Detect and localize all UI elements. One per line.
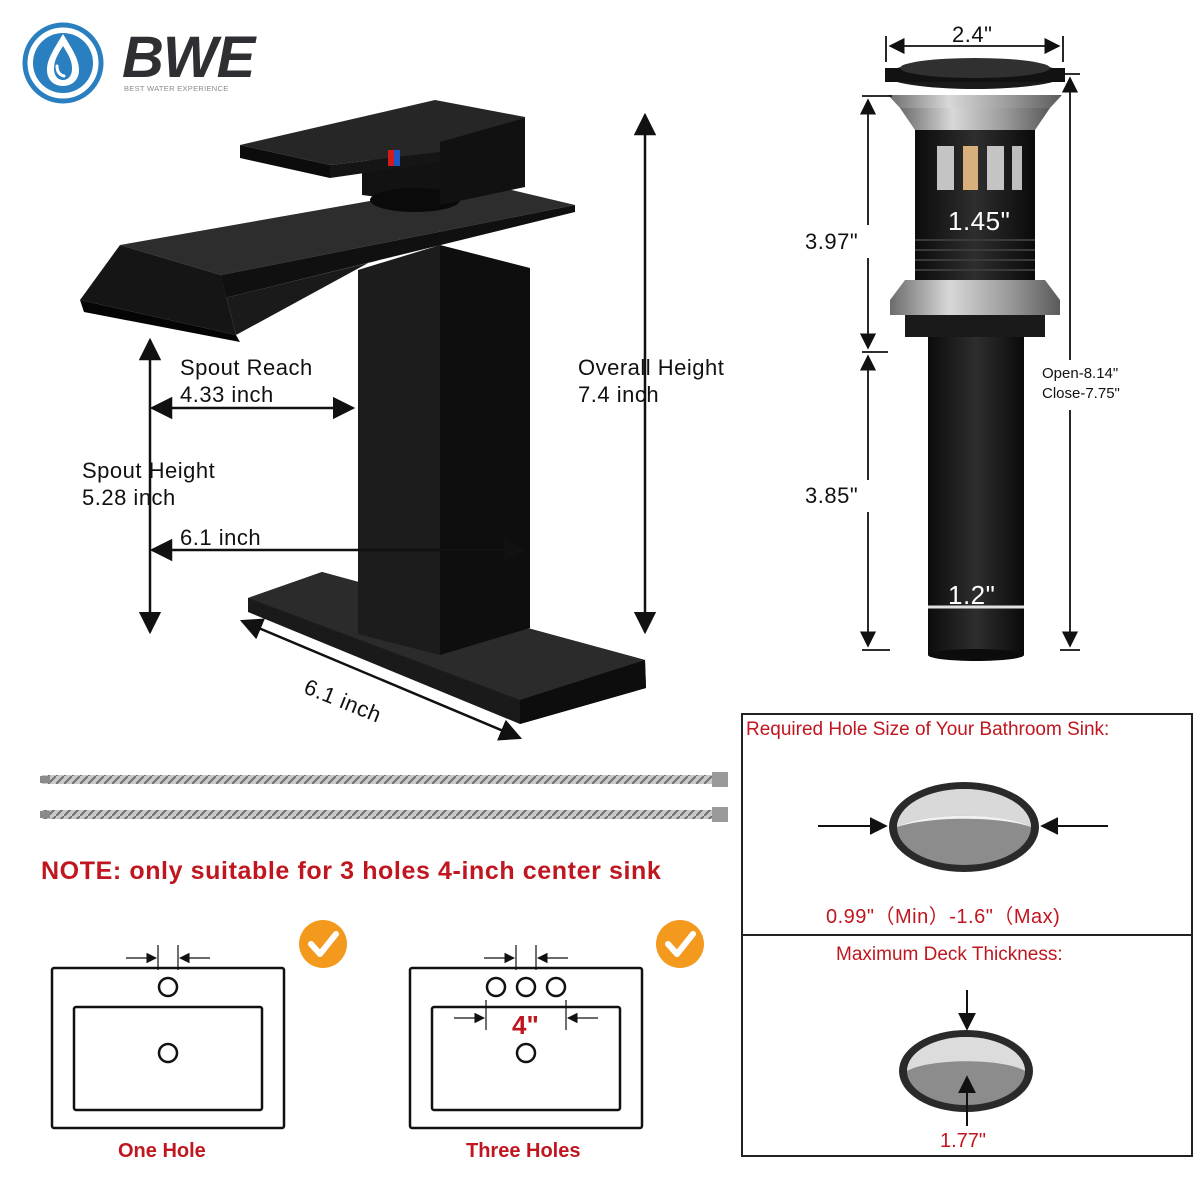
drain-close-length: Close-7.75": [1042, 385, 1120, 402]
drain-open-length: Open-8.14": [1042, 365, 1119, 382]
sink-three-holes-diagram: [408, 945, 644, 1130]
sink-one-hole-diagram: [50, 945, 286, 1130]
faucet-depth-value: 6.1 inch: [180, 525, 262, 550]
sink-one-hole-label: One Hole: [118, 1140, 206, 1162]
faucet-dimension-lines: [138, 112, 657, 741]
logo-water-drop-icon: [22, 22, 104, 104]
pop-up-drain-illustration: [885, 58, 1065, 661]
spout-height-label: Spout Height: [82, 458, 216, 483]
spout-reach-value: 4.33 inch: [180, 382, 274, 407]
required-hole-basin-icon: [818, 782, 1108, 872]
required-hole-range: 0.99"（Min）-1.6"（Max): [826, 906, 1061, 928]
spout-reach-label: Spout Reach: [180, 355, 313, 380]
deck-thickness-value: 1.77": [940, 1130, 987, 1152]
drain-cap-width: 2.4": [952, 22, 993, 47]
required-hole-title: Required Hole Size of Your Bathroom Sink…: [746, 719, 1110, 740]
drain-body-diameter: 1.45": [948, 206, 1011, 236]
brand-name: BWE: [122, 25, 255, 90]
requirements-box: [741, 713, 1193, 1157]
drain-upper-height: 3.97": [805, 229, 859, 254]
brand-tagline: BEST WATER EXPERIENCE: [124, 84, 229, 93]
deck-thickness-basin-icon: [899, 990, 1033, 1126]
overall-height-value: 7.4 inch: [578, 382, 660, 407]
supply-hoses-illustration: [40, 772, 728, 822]
drain-dimension-lines: [859, 36, 1080, 651]
overall-height-label: Overall Height: [578, 355, 725, 380]
deck-thickness-title: Maximum Deck Thickness:: [836, 944, 1063, 965]
sink-three-holes-label: Three Holes: [466, 1140, 581, 1162]
sink-one-hole-check-icon: [299, 920, 347, 968]
sink-three-holes-check-icon: [656, 920, 704, 968]
drain-lower-height: 3.85": [805, 483, 859, 508]
spout-height-value: 5.28 inch: [82, 485, 176, 510]
drain-tail-diameter: 1.2": [948, 580, 996, 610]
compatibility-note: NOTE: only suitable for 3 holes 4-inch c…: [41, 857, 662, 885]
sink-center-distance: 4": [512, 1010, 539, 1040]
faucet-illustration: [80, 100, 646, 724]
